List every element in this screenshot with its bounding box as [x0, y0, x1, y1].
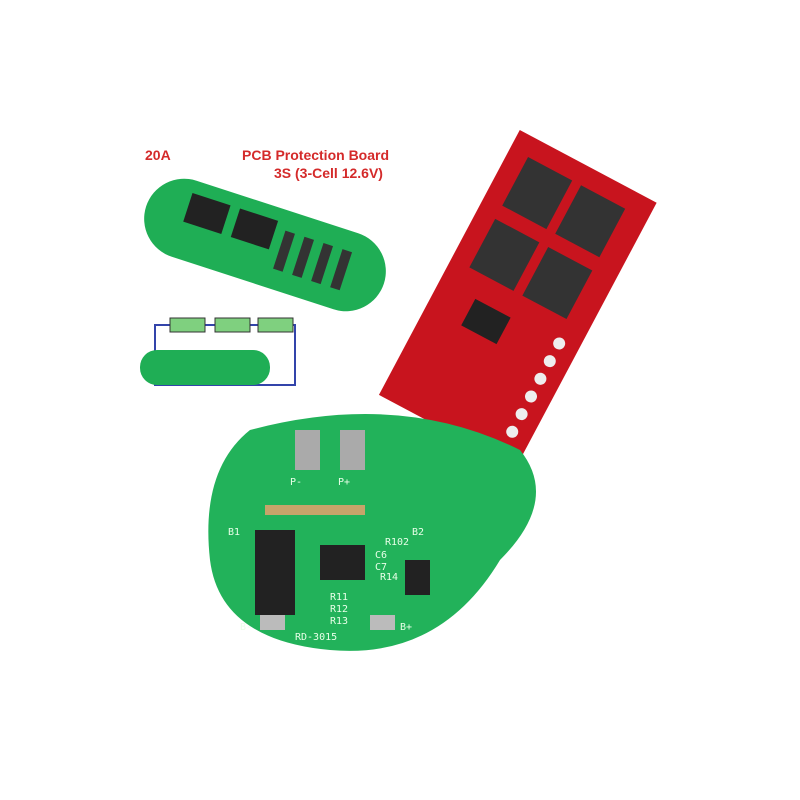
red-board — [378, 130, 657, 468]
long-green-board — [144, 178, 386, 312]
svg-text:R13: R13 — [330, 616, 348, 627]
board-model-label: RD-3015 — [295, 632, 337, 643]
svg-text:B+: B+ — [400, 622, 412, 633]
svg-text:R12: R12 — [330, 604, 348, 615]
svg-text:R14: R14 — [380, 572, 398, 583]
wiring-diagram — [140, 317, 296, 386]
svg-text:P-: P- — [290, 477, 302, 488]
current-rating: 20A — [145, 147, 171, 163]
svg-text:R11: R11 — [330, 592, 348, 603]
svg-text:P+: P+ — [338, 477, 350, 488]
product-title: PCB Protection Board — [242, 147, 390, 163]
svg-text:C6: C6 — [375, 550, 387, 561]
svg-text:R102: R102 — [385, 537, 409, 548]
svg-text:C7: C7 — [375, 562, 387, 573]
svg-text:B1: B1 — [228, 527, 240, 538]
product-spec: 3S (3-Cell 12.6V) — [274, 165, 383, 181]
svg-text:B2: B2 — [412, 527, 424, 538]
svg-text:B-: B- — [240, 622, 252, 633]
